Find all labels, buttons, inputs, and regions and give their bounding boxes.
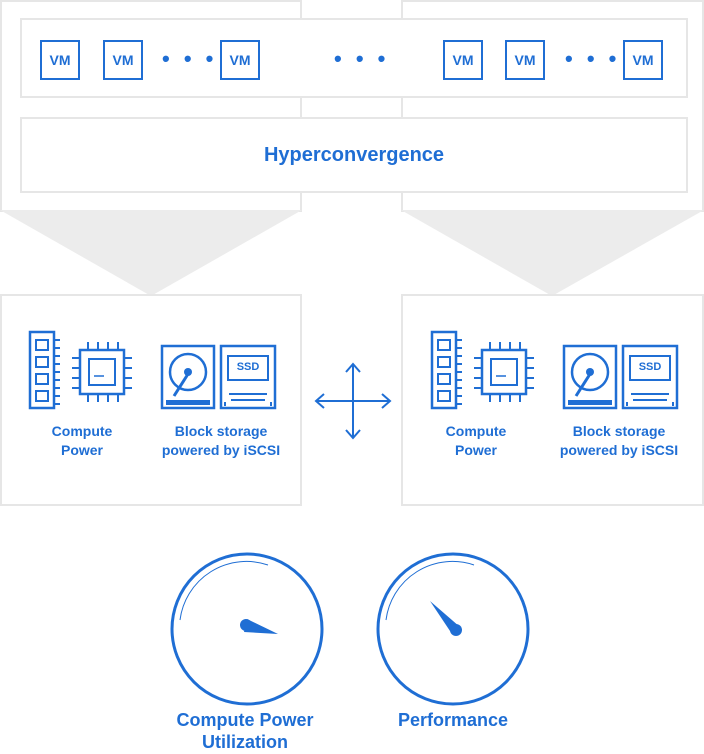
vm-box[interactable]: VM bbox=[623, 40, 663, 80]
hdd-icon bbox=[160, 344, 216, 410]
gauge-icon bbox=[376, 552, 530, 706]
vm-ellipsis-right: • • • bbox=[565, 46, 621, 71]
compute-power-label: Compute Power bbox=[445, 423, 507, 458]
vm-box[interactable]: VM bbox=[40, 40, 80, 80]
vm-box[interactable]: VM bbox=[220, 40, 260, 80]
ssd-label: SSD bbox=[638, 361, 662, 373]
compute-power-label: Compute Power bbox=[51, 423, 113, 458]
vm-ellipsis-center: • • • bbox=[334, 46, 390, 71]
hdd-icon bbox=[562, 344, 618, 410]
vm-box[interactable]: VM bbox=[443, 40, 483, 80]
vm-box[interactable]: VM bbox=[103, 40, 143, 80]
funnel-left bbox=[0, 210, 704, 296]
cpu-icon bbox=[72, 342, 132, 402]
performance-label: Performance bbox=[397, 710, 509, 730]
gauge-icon bbox=[170, 552, 324, 706]
vm-box[interactable]: VM bbox=[505, 40, 545, 80]
ram-icon bbox=[430, 330, 462, 410]
ram-icon bbox=[28, 330, 60, 410]
move-arrows-icon bbox=[314, 362, 392, 440]
hyperconvergence-band: Hyperconvergence bbox=[20, 117, 688, 193]
vm-ellipsis-left: • • • bbox=[162, 46, 218, 71]
hyperconvergence-label: Hyperconvergence bbox=[263, 143, 445, 166]
block-storage-label: Block storage powered by iSCSI bbox=[161, 423, 281, 458]
ssd-label: SSD bbox=[236, 361, 260, 373]
compute-utilization-label: Compute Power Utilization bbox=[176, 710, 314, 752]
cpu-icon bbox=[474, 342, 534, 402]
ssd-icon bbox=[219, 344, 277, 410]
block-storage-label: Block storage powered by iSCSI bbox=[559, 423, 679, 458]
ssd-icon bbox=[621, 344, 679, 410]
